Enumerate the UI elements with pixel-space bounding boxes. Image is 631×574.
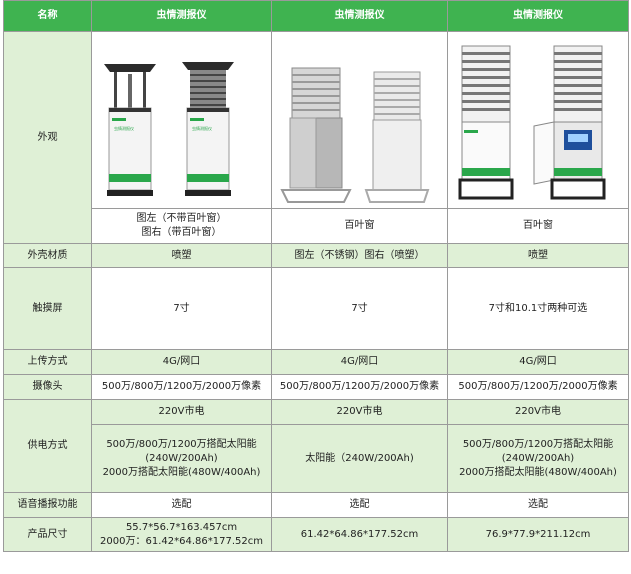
- voice-2: 选配: [271, 492, 448, 518]
- header-row: 名称 虫情测报仪 虫情测报仪 虫情测报仪: [3, 0, 629, 32]
- size-2: 61.42*64.86*177.52cm: [271, 517, 448, 552]
- shell-material-3: 喷塑: [447, 243, 629, 268]
- column-header-2: 虫情测报仪: [271, 0, 448, 32]
- size-1: 55.7*56.7*163.457cm 2000万：61.42*64.86*17…: [91, 517, 272, 552]
- size-row: 产品尺寸 55.7*56.7*163.457cm 2000万：61.42*64.…: [3, 517, 629, 552]
- touchscreen-1: 7寸: [91, 267, 272, 350]
- voice-label: 语音播报功能: [3, 492, 92, 518]
- shell-material-2: 图左（不锈钢）图右（喷塑）: [271, 243, 448, 268]
- power-solar-2: 太阳能（240W/200Ah): [271, 424, 448, 493]
- spec-table: 名称 虫情测报仪 虫情测报仪 虫情测报仪 外观 虫情测报仪: [3, 0, 629, 552]
- device-badge-left: 虫情测报仪: [114, 125, 134, 131]
- caption-2: 百叶窗: [271, 208, 448, 244]
- power-label: 供电方式: [3, 399, 92, 493]
- appearance-row: 外观 虫情测报仪: [3, 31, 629, 244]
- name-header: 名称: [3, 0, 92, 32]
- open-cabinet-device-illustration: [458, 45, 606, 200]
- touchscreen-row: 触摸屏 7寸 7寸 7寸和10.1寸两种可选: [3, 267, 629, 350]
- louver-device-illustration: [279, 67, 429, 203]
- device-pair-illustration: 虫情测报仪 虫情测报仪: [103, 62, 234, 196]
- device-image-2: [271, 31, 448, 209]
- caption-3: 百叶窗: [447, 208, 629, 244]
- camera-label: 摄像头: [3, 374, 92, 400]
- size-label: 产品尺寸: [3, 517, 92, 552]
- power-mains-3: 220V市电: [447, 399, 629, 425]
- power-solar-1: 500万/800万/1200万搭配太阳能 (240W/200Ah) 2000万搭…: [91, 424, 272, 493]
- camera-2: 500万/800万/1200万/2000万像素: [271, 374, 448, 400]
- camera-1: 500万/800万/1200万/2000万像素: [91, 374, 272, 400]
- camera-3: 500万/800万/1200万/2000万像素: [447, 374, 629, 400]
- upload-1: 4G/网口: [91, 349, 272, 375]
- upload-3: 4G/网口: [447, 349, 629, 375]
- power-solar-3: 500万/800万/1200万搭配太阳能 (240W/200Ah) 2000万搭…: [447, 424, 629, 493]
- upload-row: 上传方式 4G/网口 4G/网口 4G/网口: [3, 349, 629, 375]
- device-image-3: [447, 31, 629, 209]
- touchscreen-label: 触摸屏: [3, 267, 92, 350]
- power-mains-row: 供电方式 220V市电 220V市电 220V市电: [3, 399, 629, 493]
- upload-label: 上传方式: [3, 349, 92, 375]
- device-image-1: 虫情测报仪 虫情测报仪: [91, 31, 272, 209]
- appearance-caption-row: 图左（不带百叶窗） 图右（带百叶窗） 百叶窗 百叶窗: [4, 208, 629, 244]
- shell-material-label: 外壳材质: [3, 243, 92, 268]
- voice-1: 选配: [91, 492, 272, 518]
- touchscreen-2: 7寸: [271, 267, 448, 350]
- caption-1: 图左（不带百叶窗） 图右（带百叶窗）: [91, 208, 272, 244]
- voice-3: 选配: [447, 492, 629, 518]
- column-header-3: 虫情测报仪: [447, 0, 629, 32]
- shell-material-row: 外壳材质 喷塑 图左（不锈钢）图右（喷塑） 喷塑: [3, 243, 629, 268]
- appearance-label: 外观: [3, 31, 92, 244]
- power-solar-row: 500万/800万/1200万搭配太阳能 (240W/200Ah) 2000万搭…: [4, 424, 629, 493]
- touchscreen-3: 7寸和10.1寸两种可选: [447, 267, 629, 350]
- camera-row: 摄像头 500万/800万/1200万/2000万像素 500万/800万/12…: [3, 374, 629, 400]
- device-badge-right: 虫情测报仪: [192, 125, 212, 131]
- shell-material-1: 喷塑: [91, 243, 272, 268]
- voice-row: 语音播报功能 选配 选配 选配: [3, 492, 629, 518]
- size-3: 76.9*77.9*211.12cm: [447, 517, 629, 552]
- power-mains-2: 220V市电: [271, 399, 448, 425]
- column-header-1: 虫情测报仪: [91, 0, 272, 32]
- power-mains-1: 220V市电: [91, 399, 272, 425]
- upload-2: 4G/网口: [271, 349, 448, 375]
